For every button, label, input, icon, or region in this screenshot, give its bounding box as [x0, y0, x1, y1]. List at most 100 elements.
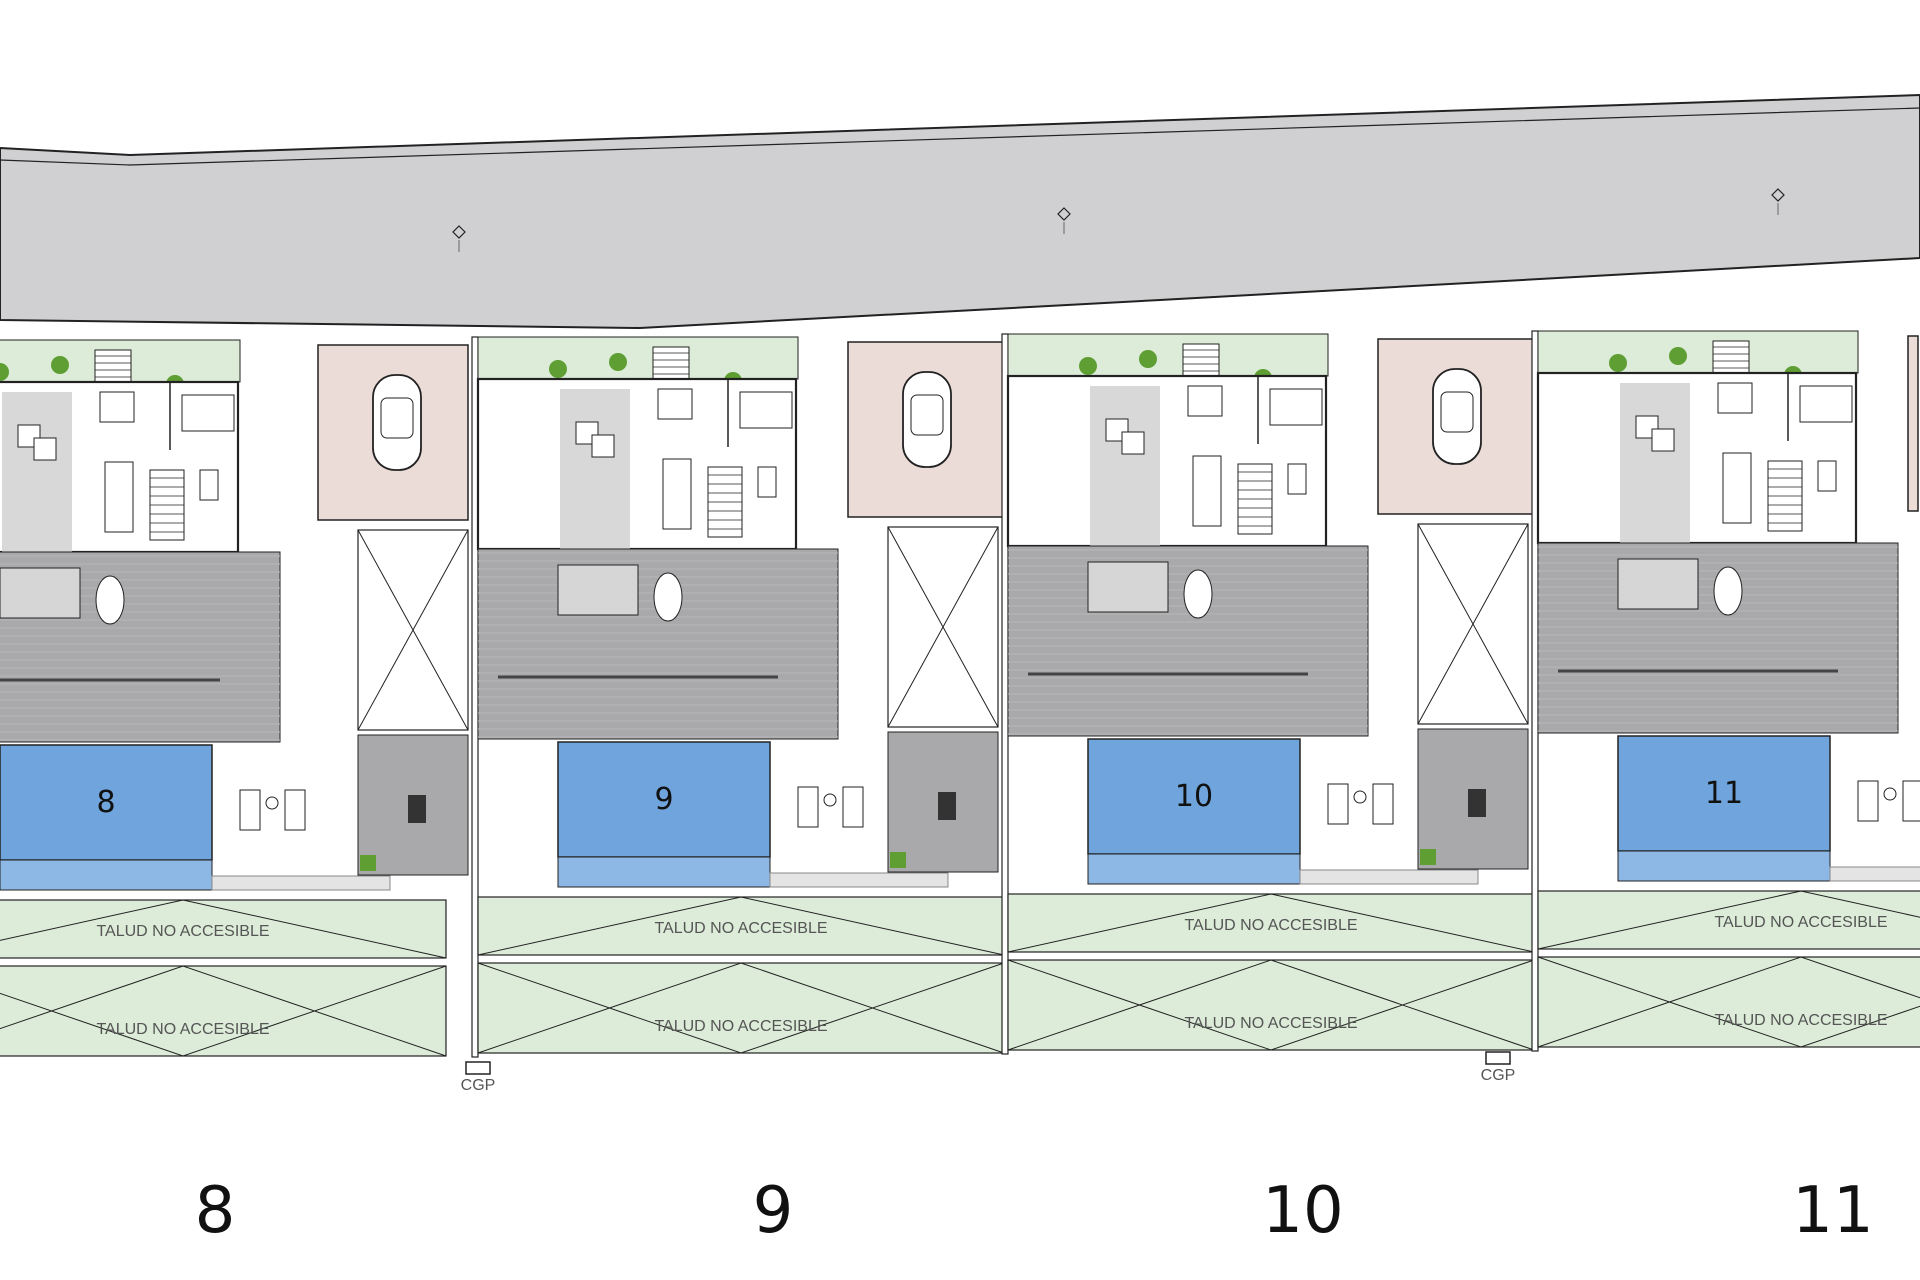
- side-table: [823, 793, 837, 807]
- dining-table-icon: [1713, 566, 1743, 616]
- road-surface: [0, 93, 1920, 330]
- slope-upper-label: TALUD NO ACCESIBLE: [1714, 914, 1887, 931]
- lounger-left: [1327, 783, 1349, 825]
- marker-diamond: [1771, 188, 1785, 202]
- pool: [0, 744, 213, 861]
- slope-upper-label: TALUD NO ACCESIBLE: [96, 923, 269, 940]
- car-icon: [902, 371, 952, 468]
- sofa-icon: [1651, 428, 1675, 452]
- lounger-right: [1902, 780, 1920, 822]
- lot-number: 10: [1262, 1174, 1343, 1248]
- plant-icon: [549, 360, 567, 378]
- void-cross: [357, 529, 469, 731]
- house-floor: [476, 377, 798, 551]
- living-rug: [560, 389, 630, 549]
- front-garden: [477, 336, 799, 380]
- slope-lower-label: TALUD NO ACCESIBLE: [1714, 1012, 1887, 1029]
- sofa-icon: [591, 434, 615, 458]
- car-icon: [372, 374, 422, 471]
- slope-upper: [1007, 893, 1535, 953]
- outdoor-lounge: [0, 567, 81, 619]
- bathroom: [1799, 385, 1853, 423]
- car-roof: [380, 397, 414, 439]
- stair-icon: [94, 349, 132, 383]
- pool-overflow: [0, 859, 213, 891]
- dining-table-icon: [104, 461, 134, 533]
- outdoor-lounge: [1087, 561, 1169, 613]
- armchair-icon: [1187, 385, 1223, 417]
- side-table: [1353, 790, 1367, 804]
- gravel-strip: [1829, 866, 1920, 882]
- living-rug: [1090, 386, 1160, 546]
- lounger-icon: [239, 789, 306, 831]
- lounger-icon: [1327, 783, 1394, 825]
- pool-number: 11: [1705, 776, 1743, 811]
- pool: [1087, 738, 1301, 855]
- cgp-box: [465, 1061, 491, 1075]
- void-cross: [887, 526, 999, 728]
- dining-table-icon: [1722, 452, 1752, 524]
- plant-icon: [360, 855, 376, 871]
- lot-number: 11: [1792, 1174, 1873, 1248]
- slope-lower: [1007, 959, 1535, 1051]
- road-marker-icon: [452, 225, 466, 252]
- lot-number: 8: [195, 1174, 236, 1248]
- car-body: [902, 371, 952, 468]
- plant-icon: [1669, 347, 1687, 365]
- pool-overflow: [1087, 853, 1301, 885]
- dining-table-icon: [1192, 455, 1222, 527]
- lounger-left: [797, 786, 819, 828]
- car-icon: [1432, 368, 1482, 465]
- sofa-icon: [33, 437, 57, 461]
- slope-mark: [1007, 959, 1535, 1051]
- slope-lower-label: TALUD NO ACCESIBLE: [96, 1021, 269, 1038]
- slope-upper-label: TALUD NO ACCESIBLE: [1184, 917, 1357, 934]
- lounger-right: [1372, 783, 1394, 825]
- gravel-strip: [1299, 869, 1479, 885]
- gravel-strip: [769, 872, 949, 888]
- pool-overflow: [1617, 850, 1831, 882]
- stair-icon: [1182, 343, 1220, 377]
- lounger-left: [1857, 780, 1879, 822]
- plant-icon: [0, 363, 9, 381]
- kitchen-island: [1817, 460, 1837, 492]
- sofa-icon: [1121, 431, 1145, 455]
- barbecue: [408, 795, 426, 823]
- slope-upper-label: TALUD NO ACCESIBLE: [654, 920, 827, 937]
- slope-mark: [1537, 890, 1920, 950]
- kitchen-island: [1287, 463, 1307, 495]
- parking-bay: [1907, 335, 1919, 512]
- armchair-icon: [99, 391, 135, 423]
- pool: [557, 741, 771, 858]
- armchair-icon: [657, 388, 693, 420]
- armchair-icon: [1717, 382, 1753, 414]
- slope-mark: [1537, 956, 1920, 1048]
- road-edge-line: [0, 107, 1920, 166]
- bathroom: [181, 394, 235, 432]
- gravel-strip: [211, 875, 391, 891]
- cgp-box: [1485, 1051, 1511, 1065]
- slope-upper: [0, 899, 447, 959]
- kitchen-island: [199, 469, 219, 501]
- living-rug: [2, 392, 72, 552]
- slope-mark: [0, 965, 447, 1057]
- stair-icon: [652, 346, 690, 380]
- side-table: [1883, 787, 1897, 801]
- cgp-label: CGP: [461, 1077, 496, 1094]
- car-roof: [910, 394, 944, 436]
- lot-number: 9: [753, 1174, 794, 1248]
- stair-icon: [1712, 340, 1750, 374]
- lounger-right: [284, 789, 306, 831]
- plant-icon: [890, 852, 906, 868]
- marker-diamond: [1057, 207, 1071, 221]
- road-marker-icon: [1057, 207, 1071, 234]
- front-garden: [1007, 333, 1329, 377]
- road-marker-icon: [1771, 188, 1785, 215]
- plant-icon: [1609, 354, 1627, 372]
- slope-mark: [0, 899, 447, 959]
- outdoor-lounge: [1617, 558, 1699, 610]
